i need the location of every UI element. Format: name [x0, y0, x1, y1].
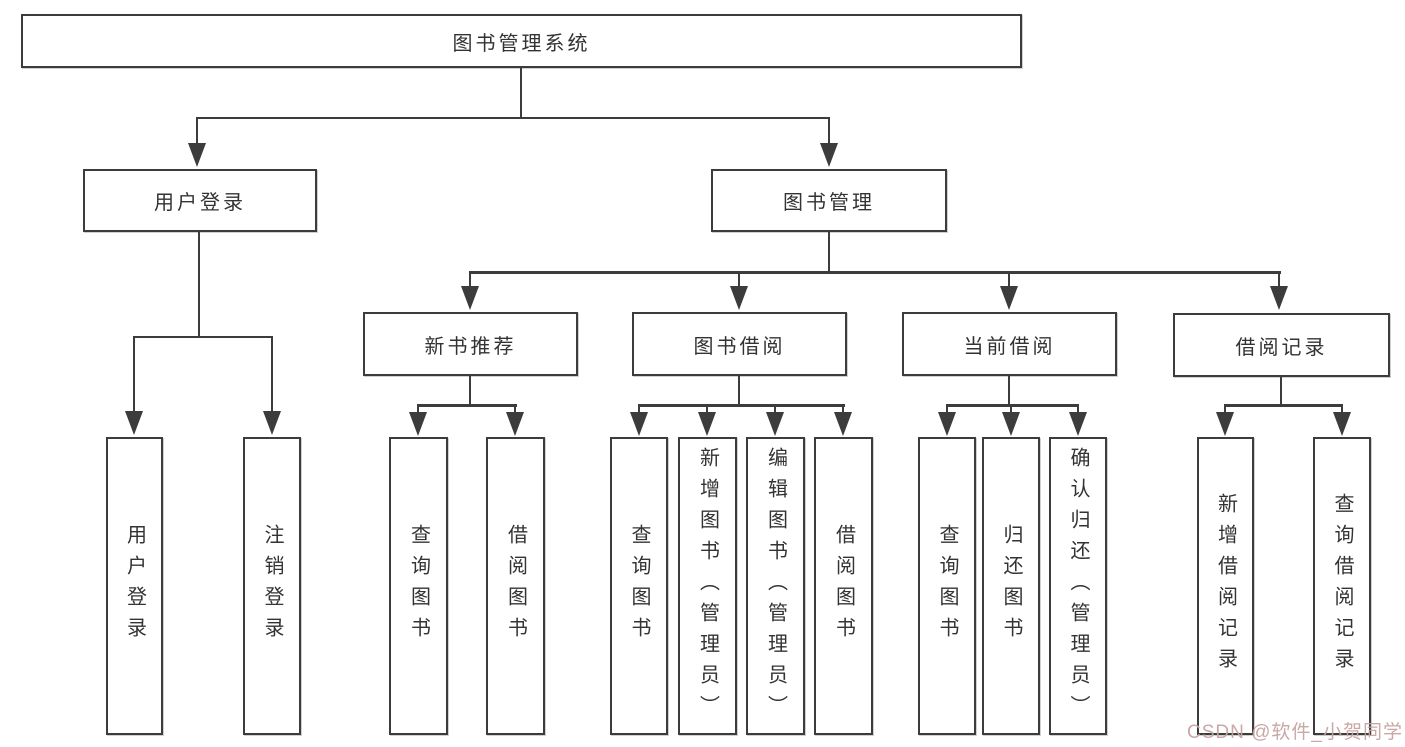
arrowhead-down-icon	[1270, 286, 1288, 310]
arrowhead-down-icon	[506, 412, 524, 436]
leaf-logout: 注销登录	[243, 437, 301, 735]
node-label: 借阅图书	[832, 524, 855, 648]
node-book-management-system: 图书管理系统	[21, 14, 1022, 68]
leaf-add-books-admin: 新增图书（管理员）	[678, 437, 737, 735]
connector-line	[469, 376, 471, 406]
node-label: 当前借阅	[963, 335, 1056, 358]
node-new-book-recommend: 新书推荐	[363, 312, 578, 376]
node-label: 新增图书（管理员）	[696, 446, 719, 726]
connector-line	[1077, 404, 1079, 414]
node-label: 图书管理	[783, 192, 875, 214]
connector-line	[738, 376, 740, 406]
connector-line	[198, 232, 200, 338]
leaf-add-borrow-record: 新增借阅记录	[1197, 437, 1254, 735]
connector-line	[638, 404, 640, 414]
node-label: 注销登录	[261, 524, 283, 648]
arrowhead-down-icon	[409, 412, 427, 436]
arrowhead-down-icon	[263, 411, 281, 435]
leaf-borrow-books-borrow: 借阅图书	[814, 437, 873, 735]
leaf-user-login: 用户登录	[106, 437, 163, 735]
connector-line	[1278, 271, 1280, 287]
node-label: 编辑图书（管理员）	[764, 446, 787, 726]
leaf-query-books-recommend: 查询图书	[389, 437, 448, 735]
connector-line	[706, 404, 708, 414]
node-label: 查询图书	[407, 524, 430, 648]
connector-line	[946, 404, 948, 414]
connector-line	[1008, 376, 1010, 406]
node-user-login: 用户登录	[83, 169, 317, 232]
connector-line	[1010, 404, 1012, 414]
node-label: 查询图书	[628, 524, 650, 648]
node-label: 图书借阅	[693, 335, 786, 358]
connector-line	[469, 271, 471, 287]
arrowhead-down-icon	[630, 412, 648, 436]
connector-line	[196, 117, 830, 119]
connector-line	[133, 336, 135, 412]
node-label: 借阅图书	[504, 524, 527, 648]
leaf-query-books-borrow: 查询图书	[610, 437, 668, 735]
node-label: 图书管理系统	[452, 32, 591, 55]
arrowhead-down-icon	[1000, 286, 1018, 310]
connector-line	[1224, 404, 1226, 414]
arrowhead-down-icon	[1002, 412, 1020, 436]
arrowhead-down-icon	[698, 412, 716, 436]
node-label: 用户登录	[123, 524, 146, 648]
connector-line	[417, 404, 517, 407]
leaf-edit-books-admin: 编辑图书（管理员）	[746, 437, 805, 735]
arrowhead-down-icon	[1333, 412, 1351, 436]
node-book-management: 图书管理	[711, 169, 947, 232]
connector-line	[828, 232, 830, 273]
connector-line	[133, 336, 273, 338]
arrowhead-down-icon	[125, 411, 143, 435]
arrowhead-down-icon	[820, 143, 838, 167]
leaf-return-books: 归还图书	[982, 437, 1040, 735]
node-label: 借阅记录	[1235, 336, 1328, 359]
arrowhead-down-icon	[1216, 412, 1234, 436]
connector-line	[469, 271, 1281, 274]
arrowhead-down-icon	[766, 412, 784, 436]
node-borrow-records: 借阅记录	[1173, 313, 1390, 377]
node-label: 归还图书	[1000, 524, 1022, 648]
connector-line	[774, 404, 776, 414]
arrowhead-down-icon	[461, 286, 479, 310]
node-current-borrow: 当前借阅	[902, 312, 1117, 376]
connector-line	[1280, 377, 1282, 406]
leaf-borrow-books-recommend: 借阅图书	[486, 437, 545, 735]
arrowhead-down-icon	[1069, 412, 1087, 436]
connector-line	[828, 117, 830, 147]
leaf-query-books-current: 查询图书	[918, 437, 976, 735]
connector-line	[514, 404, 516, 414]
connector-line	[1224, 404, 1343, 407]
connector-line	[271, 336, 273, 412]
node-book-borrow: 图书借阅	[632, 312, 847, 376]
connector-line	[1008, 271, 1010, 287]
node-label: 确认归还（管理员）	[1067, 446, 1089, 726]
connector-line	[196, 117, 198, 147]
arrowhead-down-icon	[730, 286, 748, 310]
leaf-query-borrow-record: 查询借阅记录	[1313, 437, 1371, 735]
connector-line	[638, 404, 845, 407]
connector-line	[842, 404, 844, 414]
node-label: 查询图书	[936, 524, 958, 648]
connector-line	[417, 404, 419, 414]
connector-line	[1341, 404, 1343, 414]
node-label: 查询借阅记录	[1331, 493, 1353, 679]
arrowhead-down-icon	[188, 143, 206, 167]
arrowhead-down-icon	[834, 412, 852, 436]
node-label: 用户登录	[154, 192, 246, 214]
connector-line	[946, 404, 1079, 407]
arrowhead-down-icon	[938, 412, 956, 436]
node-label: 新增借阅记录	[1214, 493, 1237, 679]
node-label: 新书推荐	[424, 335, 517, 358]
leaf-confirm-return-admin: 确认归还（管理员）	[1049, 437, 1107, 735]
connector-line	[738, 271, 740, 287]
connector-line	[520, 68, 522, 118]
watermark-csdn: CSDN @软件_小贺同学	[1187, 722, 1403, 743]
